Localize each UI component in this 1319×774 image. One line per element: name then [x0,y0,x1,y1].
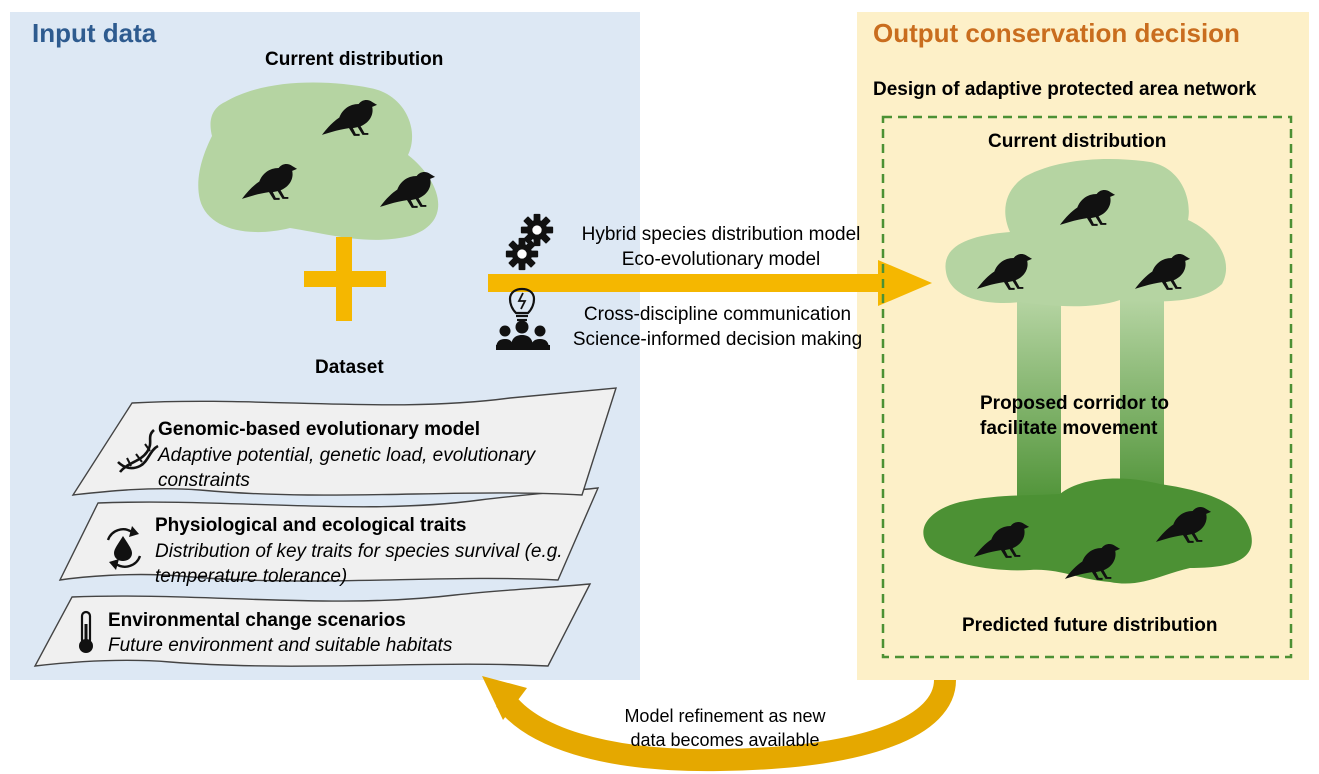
card-physiological-description: Distribution of key traits for species s… [155,541,563,587]
corridor-right [1120,300,1164,510]
dna-icon [117,429,159,473]
thermometer-icon [79,610,93,653]
model-text: Hybrid species distribution model Eco-ev… [560,222,882,272]
card-physiological-title: Physiological and ecological traits [155,515,467,536]
current-distribution-habitat [198,82,439,240]
card-genomic-description: Adaptive potential, genetic load, evolut… [158,445,536,491]
feedback-arrow [482,676,956,772]
output-subtitle: Design of adaptive protected area networ… [873,79,1257,100]
input-panel-title: Input data [32,18,157,48]
feedback-line-2: data becomes available [630,730,820,750]
dataset-label: Dataset [315,357,384,378]
corridor-label: Proposed corridor to facilitate movement [980,391,1169,441]
plus-icon [304,237,386,321]
model-line-1: Hybrid species distribution model [581,224,861,245]
main-arrow [488,260,932,306]
communication-line-2: Science-informed decision making [572,329,863,350]
gear-icon [520,213,554,247]
future-distribution-habitat [923,478,1252,584]
lightbulb-icon [508,287,536,322]
corridor-left [1017,300,1061,510]
gear-icon [505,237,539,271]
communication-line-1: Cross-discipline communication [583,304,852,325]
output-panel-title: Output conservation decision [873,18,1240,48]
protected-area-network-box [881,115,1293,659]
dataset-card-environment [33,583,592,667]
communication-text: Cross-discipline communication Science-i… [555,302,880,352]
card-environment-title: Environmental change scenarios [108,610,406,631]
future-distribution-label: Predicted future distribution [962,615,1218,636]
corridor-line-2: facilitate movement [980,418,1158,439]
feedback-text: Model refinement as new data becomes ava… [590,704,860,752]
cycle-drop-icon [106,526,142,570]
card-environment-description: Future environment and suitable habitats [108,635,453,656]
dataset-card-physiological [58,487,600,582]
current-distribution-label: Current distribution [265,49,444,70]
corridor-line-1: Proposed corridor to [980,393,1169,414]
card-genomic-title: Genomic-based evolutionary model [158,419,481,440]
feedback-line-1: Model refinement as new [624,706,826,726]
current-distribution-label-right: Current distribution [988,131,1167,152]
people-icon [496,320,550,350]
model-line-2: Eco-evolutionary model [621,249,821,270]
dataset-card-genomic [71,387,617,496]
